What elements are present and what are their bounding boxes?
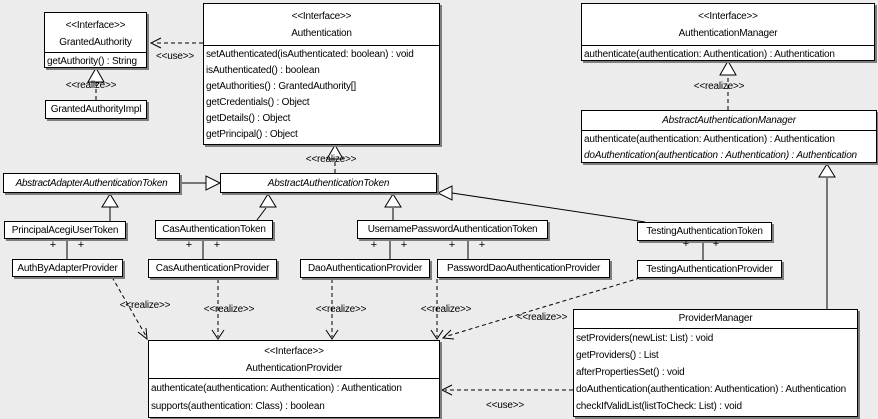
class-cas-authentication-token[interactable]: CasAuthenticationToken	[155, 220, 273, 239]
edge-generalization-casauthenticationtoken	[256, 193, 277, 221]
method-label: setProviders(newList: List) : void	[576, 333, 714, 344]
class-testing-authentication-token[interactable]: TestingAuthenticationToken	[637, 222, 772, 241]
stereotype-label: <<Interface>>	[264, 346, 324, 357]
multiplicity-label: +	[370, 239, 378, 251]
edge-generalization-principalacegiusertoken	[101, 193, 119, 221]
method-label: supports(authentication: Class) : boolea…	[151, 401, 325, 412]
class-name: AuthenticationManager	[678, 28, 778, 39]
class-granted-authority-impl[interactable]: GrantedAuthorityImpl	[45, 100, 147, 119]
method-label: isAuthenticated() : boolean	[206, 65, 320, 76]
class-provider-manager[interactable]: ProviderManager setProviders(newList: Li…	[573, 309, 858, 417]
method-label: authenticate(authentication: Authenticat…	[584, 134, 835, 145]
class-abstract-authentication-manager[interactable]: AbstractAuthenticationManager authentica…	[581, 110, 877, 163]
class-username-password-authentication-token[interactable]: UsernamePasswordAuthenticationToken	[357, 220, 548, 239]
class-name: CasAuthenticationProvider	[155, 263, 270, 274]
method-label: getPrincipal() : Object	[206, 129, 298, 140]
class-authentication-manager[interactable]: <<Interface>> AuthenticationManager auth…	[581, 3, 875, 61]
class-name: TestingAuthenticationProvider	[646, 263, 773, 275]
realize-label: <<realize>>	[315, 304, 367, 315]
class-dao-authentication-provider[interactable]: DaoAuthenticationProvider	[300, 259, 430, 278]
class-name: Authentication	[291, 28, 352, 39]
edge-generalization-usernamepasswordtoken	[384, 193, 402, 220]
method-label: getAuthority() : String	[47, 56, 137, 67]
edge-use-providermanager-authenticationprovider	[440, 384, 573, 396]
method-label: authenticate(authentication: Authenticat…	[151, 383, 402, 394]
edge-use-authentication-grantedauthority	[149, 37, 203, 49]
method-label: setAuthenticated(isAuthenticated: boolea…	[206, 49, 414, 60]
class-principal-acegi-user-token[interactable]: PrincipalAcegiUserToken	[4, 221, 126, 239]
class-name: AbstractAuthenticationManager	[662, 115, 796, 126]
multiplicity-label: +	[478, 239, 486, 251]
multiplicity-label: +	[682, 238, 690, 250]
method-label: getDetails() : Object	[206, 113, 291, 124]
class-name: AbstractAuthenticationToken	[267, 177, 390, 189]
class-name: TestingAuthenticationToken	[646, 226, 763, 237]
class-authentication[interactable]: <<Interface>> Authentication setAuthenti…	[203, 3, 440, 145]
realize-label: <<realize>>	[203, 304, 255, 315]
method-label: getCredentials() : Object	[206, 97, 310, 108]
class-name: UsernamePasswordAuthenticationToken	[367, 224, 538, 235]
multiplicity-label: +	[77, 239, 85, 251]
class-auth-by-adapter-provider[interactable]: AuthByAdapterProvider	[12, 259, 123, 277]
class-name: AuthenticationProvider	[245, 363, 343, 374]
class-name: CasAuthenticationToken	[162, 224, 266, 235]
use-label: <<use>>	[485, 400, 525, 411]
method-label: getProviders() : List	[576, 350, 659, 361]
class-testing-authentication-provider[interactable]: TestingAuthenticationProvider	[637, 260, 782, 278]
class-name: GrantedAuthorityImpl	[50, 104, 142, 115]
multiplicity-label: +	[49, 239, 57, 251]
multiplicity-label: +	[185, 239, 193, 251]
class-name: DaoAuthenticationProvider	[308, 263, 422, 274]
method-label: authenticate(authentication: Authenticat…	[584, 49, 835, 60]
use-label: <<use>>	[155, 51, 195, 62]
class-name: PrincipalAcegiUserToken	[11, 224, 119, 236]
class-name: AbstractAdapterAuthenticationToken	[15, 177, 168, 189]
stereotype-label: <<Interface>>	[291, 11, 352, 22]
class-authentication-provider[interactable]: <<Interface>> AuthenticationProvider aut…	[148, 340, 440, 418]
multiplicity-label: +	[712, 238, 720, 250]
class-name: PasswordDaoAuthenticationProvider	[447, 263, 600, 274]
class-name: AuthByAdapterProvider	[17, 262, 118, 274]
stereotype-label: <<Interface>>	[698, 11, 758, 22]
edge-generalization-providermanager	[818, 163, 836, 309]
realize-label: <<realize>>	[693, 81, 745, 92]
method-label: afterPropertiesSet() : void	[576, 367, 685, 378]
multiplicity-label: +	[400, 239, 408, 251]
class-abstract-authentication-token[interactable]: AbstractAuthenticationToken	[220, 173, 437, 193]
stereotype-label: <<Interface>>	[65, 20, 126, 31]
multiplicity-label: +	[448, 239, 456, 251]
multiplicity-label: +	[213, 239, 221, 251]
class-password-dao-authentication-provider[interactable]: PasswordDaoAuthenticationProvider	[437, 259, 610, 278]
class-name: GrantedAuthority	[59, 37, 132, 48]
method-label: doAuthentication(authentication: Authent…	[576, 384, 846, 395]
class-abstract-adapter-authentication-token[interactable]: AbstractAdapterAuthenticationToken	[3, 173, 180, 193]
method-label: getAuthorities() : GrantedAuthority[]	[206, 81, 356, 92]
method-label: doAuthentication(authentication : Authen…	[584, 150, 857, 161]
class-cas-authentication-provider[interactable]: CasAuthenticationProvider	[148, 259, 277, 278]
edge-generalization-abstractadapter-to-abstracttoken	[181, 175, 222, 191]
realize-label: <<realize>>	[119, 300, 171, 311]
realize-label: <<realize>>	[305, 154, 357, 165]
realize-label: <<realize>>	[420, 304, 472, 315]
class-granted-authority[interactable]: <<Interface>> GrantedAuthority getAuthor…	[44, 12, 147, 68]
realize-label: <<realize>>	[65, 80, 117, 91]
edge-generalization-testingauthenticationtoken	[436, 185, 646, 223]
method-label: checkIfValidList(listToCheck: List) : vo…	[576, 401, 742, 412]
class-name: ProviderManager	[678, 313, 753, 324]
realize-label: <<realize>>	[516, 312, 568, 323]
